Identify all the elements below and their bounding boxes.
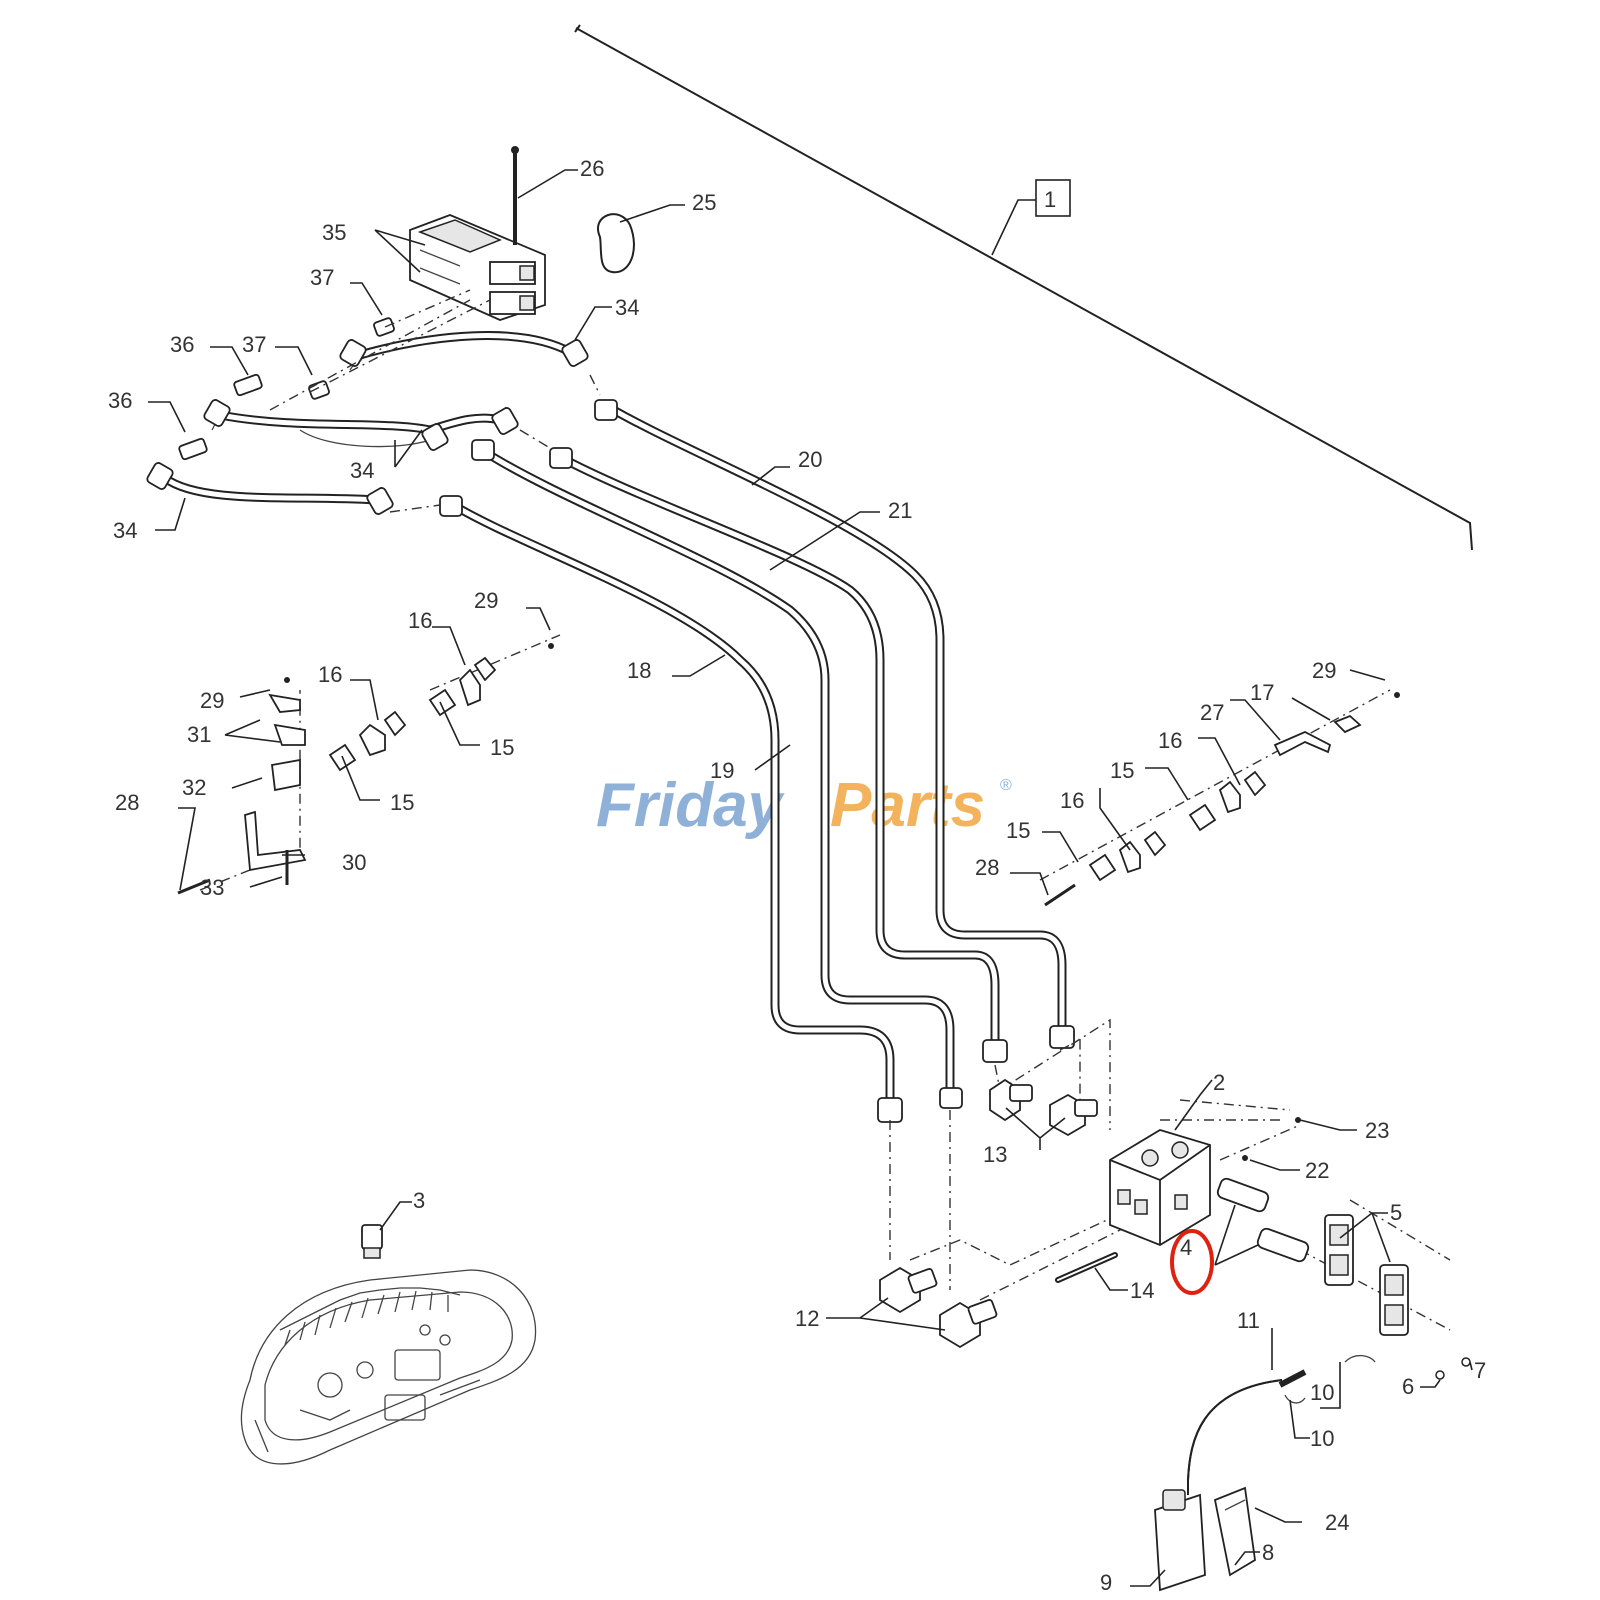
cable-tie-loop-25 xyxy=(597,213,635,274)
callout-21: 21 xyxy=(888,498,912,523)
callout-3: 3 xyxy=(413,1188,425,1213)
callout-23: 23 xyxy=(1365,1118,1389,1143)
watermark-reg: ® xyxy=(1000,777,1012,794)
callout-10-b: 10 xyxy=(1310,1426,1334,1451)
callout-32: 32 xyxy=(182,775,206,800)
callout-29-b: 29 xyxy=(200,688,224,713)
control-panel-sketch xyxy=(240,1269,537,1465)
callout-16-d: 16 xyxy=(1060,788,1084,813)
highlight-ring xyxy=(1170,1229,1214,1295)
bracket-8 xyxy=(1213,1486,1256,1577)
callout-6: 6 xyxy=(1402,1374,1414,1399)
callout-34-b: 34 xyxy=(350,458,374,483)
callout-26: 26 xyxy=(580,156,604,181)
callout-18: 18 xyxy=(627,658,651,683)
small-pins-6-7-22-23 xyxy=(1242,1117,1471,1380)
callout-1: 1 xyxy=(1044,187,1056,212)
hose-fittings xyxy=(146,317,1075,1123)
callout-36-b: 36 xyxy=(108,388,132,413)
watermark-friday: Friday xyxy=(596,771,786,840)
watermark-logo: Friday Parts ® xyxy=(596,771,1012,840)
callout-37-a: 37 xyxy=(310,265,334,290)
callout-22: 22 xyxy=(1305,1158,1329,1183)
callout-15-d: 15 xyxy=(1006,818,1030,843)
callout-28-a: 28 xyxy=(115,790,139,815)
callout-9: 9 xyxy=(1100,1570,1112,1595)
callout-29-a: 29 xyxy=(474,588,498,613)
cartridge-valves-4 xyxy=(1216,1177,1310,1263)
callout-13: 13 xyxy=(983,1142,1007,1167)
callout-24: 24 xyxy=(1325,1510,1349,1535)
hydraulic-tubes xyxy=(160,331,1067,1105)
callout-16-b: 16 xyxy=(318,662,342,687)
valve-block-2 xyxy=(1109,1129,1211,1247)
clamp-cluster-right xyxy=(1044,692,1400,907)
switch-3 xyxy=(361,1224,383,1259)
connector-9 xyxy=(1154,1489,1206,1592)
callout-12: 12 xyxy=(795,1306,819,1331)
callout-35: 35 xyxy=(322,220,346,245)
callout-25: 25 xyxy=(692,190,716,215)
valve-assembly-35 xyxy=(409,214,546,321)
callout-11: 11 xyxy=(1237,1308,1260,1333)
assembly-bracket xyxy=(574,24,1473,551)
callout-5: 5 xyxy=(1390,1200,1402,1225)
callout-4: 4 xyxy=(1180,1235,1192,1260)
solenoid-coils-5 xyxy=(1324,1214,1409,1336)
callout-14: 14 xyxy=(1130,1278,1154,1303)
callout-36-a: 36 xyxy=(170,332,194,357)
callout-29-c: 29 xyxy=(1312,658,1336,683)
pin-14 xyxy=(1055,1252,1118,1283)
harness-10-11 xyxy=(1187,1354,1376,1495)
callout-19: 19 xyxy=(710,758,734,783)
callout-33: 33 xyxy=(200,875,224,900)
callout-15-c: 15 xyxy=(1110,758,1134,783)
elbow-fittings xyxy=(879,1078,1098,1349)
callout-2: 2 xyxy=(1213,1070,1225,1095)
callout-labels: 1 2 3 4 5 6 7 8 9 10 10 11 12 13 14 15 1… xyxy=(108,156,1486,1595)
callout-16-c: 16 xyxy=(1158,728,1182,753)
callout-15-a: 15 xyxy=(490,735,514,760)
callout-8: 8 xyxy=(1262,1540,1274,1565)
cable-tie-26 xyxy=(511,146,519,245)
leader-lines xyxy=(148,169,1473,1587)
callout-34-a: 34 xyxy=(615,295,639,320)
callout-16-a: 16 xyxy=(408,608,432,633)
callout-30: 30 xyxy=(342,850,366,875)
callout-34-c: 34 xyxy=(113,518,137,543)
callout-10-a: 10 xyxy=(1310,1380,1334,1405)
callout-37-b: 37 xyxy=(242,332,266,357)
callout-17: 17 xyxy=(1250,680,1274,705)
callout-7: 7 xyxy=(1474,1358,1486,1383)
callout-31: 31 xyxy=(187,722,211,747)
watermark-parts: Parts xyxy=(830,771,985,840)
callout-27: 27 xyxy=(1200,700,1224,725)
callout-28-b: 28 xyxy=(975,855,999,880)
callout-15-b: 15 xyxy=(390,790,414,815)
callout-20: 20 xyxy=(798,447,822,472)
